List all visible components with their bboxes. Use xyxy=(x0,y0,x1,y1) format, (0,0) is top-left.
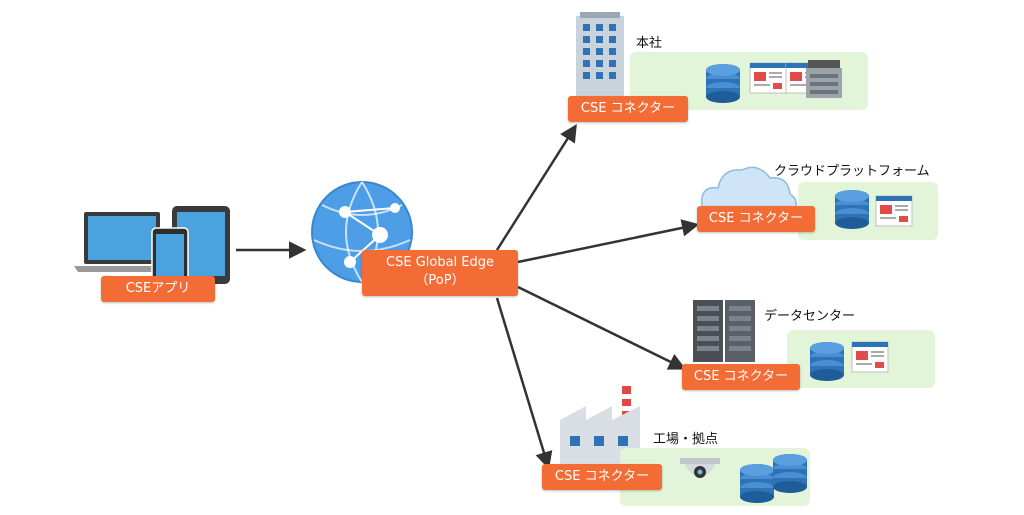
app-label: CSEアプリ xyxy=(101,276,215,302)
web-app-icon xyxy=(749,62,787,94)
arrow-edge-to-hq xyxy=(495,124,577,251)
edge-label: CSE Global Edge （PoP） xyxy=(362,250,518,296)
office-building-icon xyxy=(576,12,624,96)
database-icon xyxy=(810,342,844,381)
edge-label-line1: CSE Global Edge xyxy=(386,255,494,270)
arrow-edge-to-datacenter xyxy=(517,285,687,370)
caption-hq: 本社 xyxy=(636,36,663,51)
security-camera-icon xyxy=(680,458,720,478)
server-rack-icon xyxy=(693,300,755,362)
web-app-icon xyxy=(875,195,913,227)
web-app-icon xyxy=(851,341,889,373)
arrow-edge-to-factory xyxy=(495,297,553,470)
cloud-icon xyxy=(700,166,797,213)
printer-icon xyxy=(806,60,842,98)
laptop-icon xyxy=(74,212,170,272)
database-icon xyxy=(706,64,740,103)
connector-label-hq: CSE コネクター xyxy=(568,96,688,122)
connector-label-cloud: CSE コネクター xyxy=(697,206,815,232)
arrows xyxy=(236,124,700,470)
database-icon xyxy=(835,190,869,229)
database-icon xyxy=(740,464,774,503)
caption-factory: 工場・拠点 xyxy=(653,432,719,447)
arrow-edge-to-cloud xyxy=(517,219,700,264)
connector-label-factory: CSE コネクター xyxy=(542,464,662,490)
caption-cloud: クラウドプラットフォーム xyxy=(774,164,930,179)
caption-datacenter: データセンター xyxy=(764,309,856,324)
smartphone-icon xyxy=(151,227,189,285)
connector-label-datacenter: CSE コネクター xyxy=(682,364,800,390)
edge-label-line2: （PoP） xyxy=(415,273,465,288)
database-icon xyxy=(773,454,807,493)
